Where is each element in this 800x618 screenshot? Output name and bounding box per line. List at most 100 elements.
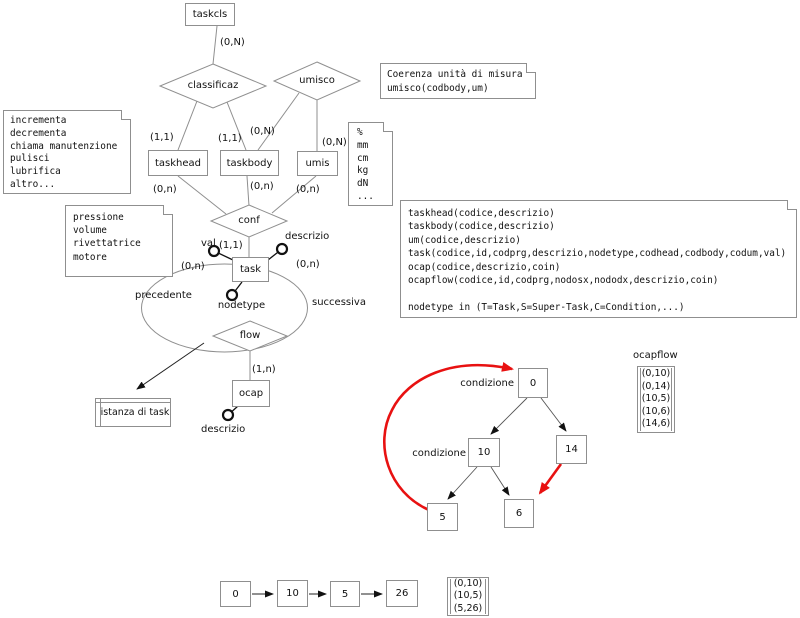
schema-line: nodetype in (T=Task,S=Super-Task,C=Condi… [408,301,685,313]
note-azioni-line: altro... [10,178,56,190]
relation-classificaz-label: classificaz [187,80,239,91]
cardinality-task-conf: (1,1) [219,240,243,251]
attribute-descrizio-task-label: descrizio [285,231,330,242]
istanza-arrow [136,342,205,390]
cardinality-flow-successiva: (0,n) [296,259,320,270]
istanza-inner-top-line [96,402,170,403]
graph-condizione-label-0: condizione [460,378,514,389]
note-azioni: incrementa decrementa chiama manutenzion… [3,110,131,194]
graph-black-edges [447,397,567,500]
entity-taskhead-label: taskhead [154,157,201,169]
chain-pair-list: (0,10) (10,5) (5,26) [447,577,489,616]
note-unita-line: % [357,127,363,138]
graph-node-0: 0 [518,368,548,398]
entity-umis: umis [297,151,338,176]
cardinality-umis-umisco: (0,N) [322,137,347,148]
attribute-descrizio-ocap-label: descrizio [201,424,246,435]
role-successiva-label: successiva [312,297,366,308]
schema-line: um(codice,descrizio) [408,234,521,246]
entity-task-label: task [239,264,262,275]
chain-node-26: 26 [386,580,418,607]
note-unita-di-misura: % mm cm kg dN ... [348,122,393,206]
graph-node-10: 10 [468,438,500,467]
ocap-descrizio-attribute-circle [221,408,235,422]
cardinality-taskbody-umisco: (0,N) [250,126,275,137]
role-precedente-label: precedente [135,290,192,301]
schema-line: task(codice,id,codprg,descrizio,nodetype… [408,248,787,260]
ocapflow-pair: (0,10) [641,368,671,380]
cardinality-taskbody-classificaz: (1,1) [218,133,242,144]
ocapflow-pair: (14,6) [641,418,671,430]
attribute-val-label: val [201,238,216,249]
ocapflow-pair: (10,5) [641,393,671,405]
note-unita-line: ... [357,190,374,202]
note-unita-line: dN [357,178,369,190]
recursive-flow-ring [141,263,308,353]
note-azioni-line: chiama manutenzione [10,140,118,152]
ocapflow-title: ocapflow [633,350,678,361]
attribute-nodetype-label: nodetype [217,300,266,311]
graph-node-14: 14 [556,435,587,464]
cardinality-taskhead-conf: (0,n) [153,184,177,195]
val-attribute-circle [207,244,221,258]
descrizio-attribute-circle [275,242,289,256]
graph-node-5-label: 5 [439,511,446,523]
nodetype-attribute-circle [225,288,239,302]
ocapflow-pair-list: (0,10) (0,14) (10,5) (10,6) (14,6) [637,366,675,433]
note-coerenza: Coerenza unità di misura umisco(codbody,… [380,63,536,99]
istanza-inner-left-line [100,399,101,426]
note-esempi-line: pressione [73,212,124,223]
chain-node-0-label: 0 [232,588,239,600]
entity-taskbody-label: taskbody [226,157,273,169]
note-coerenza-line: Coerenza unità di misura [387,69,523,80]
schema-line: ocap(codice,descrizio,coin) [408,261,561,273]
chain-node-10: 10 [277,580,308,607]
cardinality-flow-precedente: (0,n) [181,261,205,272]
chain-node-0: 0 [220,581,251,607]
red-cycle-edge-5-to-0 [383,362,514,512]
entity-taskhead: taskhead [148,150,208,176]
chain-pair: (5,26) [453,602,483,614]
cardinality-ocap-flow: (1,n) [252,364,276,375]
schema-line: taskbody(codice,descrizio) [408,221,555,233]
relation-flow-label: flow [239,330,261,341]
cardinality-taskhead-classificaz: (1,1) [150,132,174,143]
note-coerenza-line: umisco(codbody,um) [387,83,489,94]
entity-umis-label: umis [305,158,330,169]
istanza-label: istanza di task [100,407,170,418]
ocapflow-pair: (0,14) [641,380,671,392]
graph-node-5: 5 [427,503,458,531]
graph-node-14-label: 14 [565,444,578,455]
note-unita-line: mm [357,139,369,151]
cardinality-umis-conf: (0,n) [296,184,320,195]
graph-condizione-label-10: condizione [412,448,466,459]
conf-diamond [209,204,289,238]
entity-task: task [232,257,269,282]
note-esempi: pressione volume rivettatrice motore [65,205,173,277]
relation-umisco-label: umisco [299,75,335,86]
chain-pair: (10,5) [453,590,483,602]
note-azioni-line: decrementa [10,127,67,139]
graph-red-edges [383,362,563,512]
chain-pair: (0,10) [453,577,483,589]
cardinality-taskcls-classificaz: (0,N) [220,37,245,48]
note-azioni-line: lubrifica [10,166,61,178]
note-azioni-line: incrementa [10,115,67,126]
cardinality-taskbody-conf: (0,n) [250,181,274,192]
schema-line [408,287,789,300]
graph-node-0-label: 0 [529,377,537,389]
chain-node-5: 5 [330,581,360,607]
graph-node-6-label: 6 [515,508,523,519]
note-unita-line: cm [357,152,369,164]
ocapflow-pair: (10,6) [641,405,671,417]
note-azioni-line: pulisci [10,153,50,165]
note-esempi-line: motore [73,251,107,263]
schema-line: ocapflow(codice,id,codprg,nodosx,nododx,… [408,274,719,286]
note-esempi-line: rivettatrice [73,238,141,250]
entity-ocap-label: ocap [238,388,264,399]
entity-taskbody: taskbody [220,150,279,176]
graph-node-6: 6 [504,499,534,528]
er-connection-lines [177,25,318,380]
